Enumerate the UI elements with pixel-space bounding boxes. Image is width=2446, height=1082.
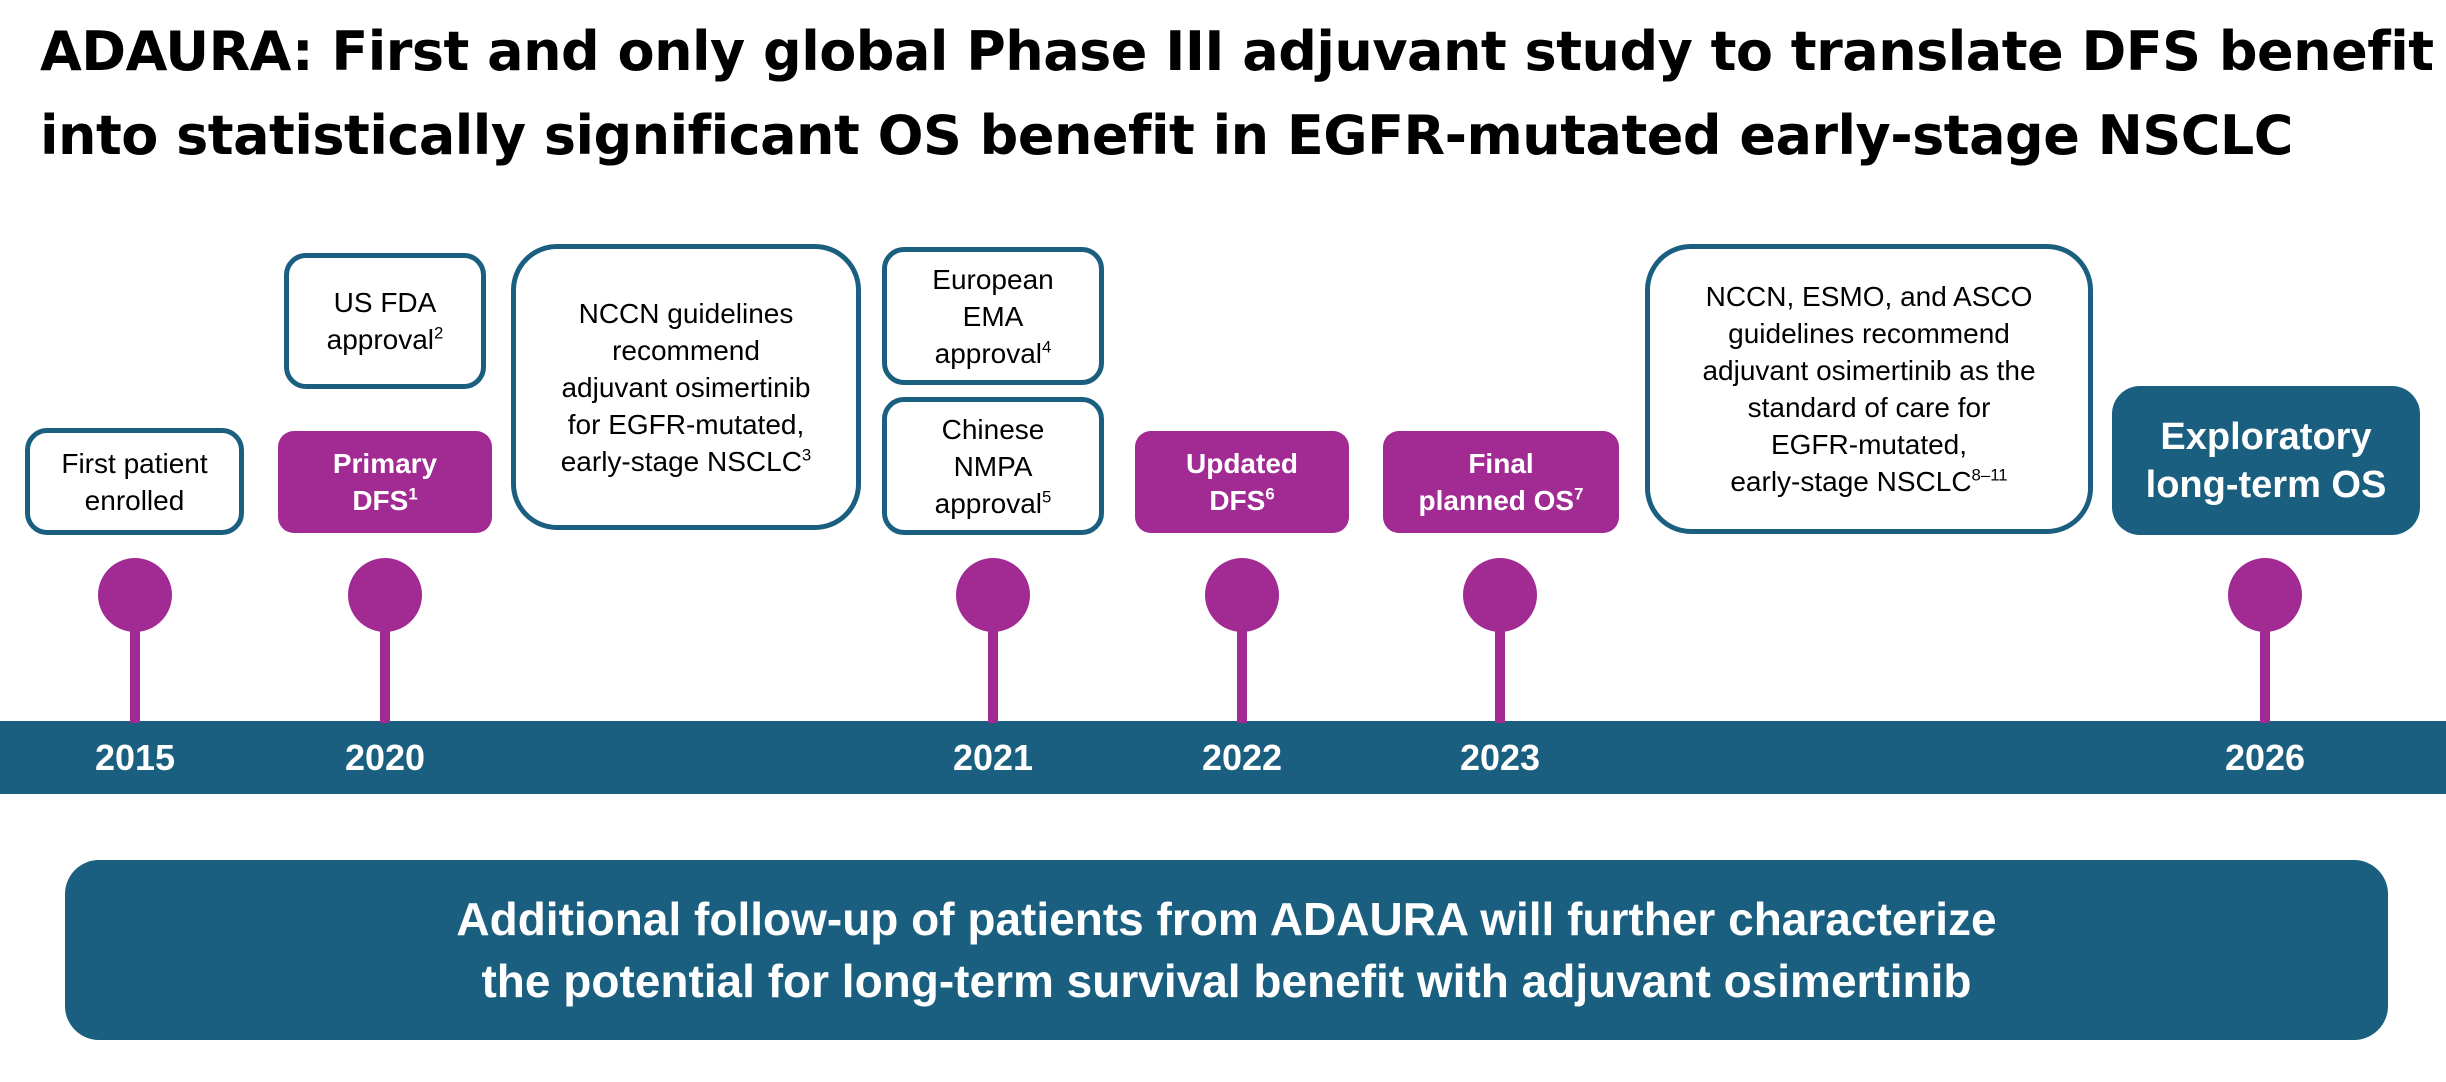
page-title: ADAURA: First and only global Phase III …	[40, 10, 2440, 178]
timeline-marker	[956, 558, 1030, 632]
event-text: Exploratory	[2160, 415, 2372, 458]
event-text: NMPA	[953, 450, 1033, 482]
timeline-bar	[0, 721, 2446, 794]
event-first-patient-enrolled: First patient enrolled	[25, 428, 244, 535]
timeline-stem	[380, 590, 390, 723]
event-text: adjuvant osimertinib	[561, 371, 811, 403]
timeline-marker	[98, 558, 172, 632]
event-text: early-stage NSCLC8–11	[1730, 465, 2008, 497]
footnote-ref: 7	[1574, 484, 1584, 504]
event-chinese-nmpa-approval: Chinese NMPA approval5	[882, 397, 1104, 535]
timeline-marker	[348, 558, 422, 632]
event-text: for EGFR-mutated,	[567, 408, 805, 440]
footnote-ref: 2	[434, 323, 444, 343]
event-text: recommend	[612, 334, 760, 366]
event-text: Updated	[1186, 448, 1298, 479]
title-line-1: ADAURA: First and only global Phase III …	[40, 20, 2434, 83]
event-text: US FDA	[333, 287, 437, 318]
title-line-2: into statistically significant OS benefi…	[40, 104, 2293, 167]
year-label-2022: 2022	[1201, 737, 1283, 778]
banner-line-2: the potential for long-term survival ben…	[481, 955, 1972, 1007]
year-label-2021: 2021	[952, 737, 1034, 778]
event-text: DFS6	[1209, 484, 1275, 516]
timeline-marker	[2228, 558, 2302, 632]
event-text: NCCN, ESMO, and ASCO	[1705, 281, 2033, 312]
event-european-ema-approval: European EMA approval4	[882, 247, 1104, 385]
footnote-ref: 6	[1265, 484, 1275, 504]
timeline-stem	[988, 590, 998, 723]
event-updated-dfs: Updated DFS6	[1135, 431, 1349, 533]
event-text: EMA	[962, 300, 1024, 332]
timeline-marker	[1463, 558, 1537, 632]
footnote-ref: 1	[408, 484, 418, 504]
event-exploratory-long-term-os: Exploratory long-term OS	[2112, 386, 2420, 535]
event-text: standard of care for	[1747, 392, 1991, 423]
event-text: DFS1	[352, 484, 418, 516]
footnote-ref: 3	[801, 445, 812, 465]
year-label-2020: 2020	[344, 737, 426, 778]
event-guidelines-2023: NCCN, ESMO, and ASCO guidelines recommen…	[1645, 244, 2093, 534]
year-label-2026: 2026	[2224, 737, 2306, 778]
timeline-stem	[2260, 590, 2270, 723]
year-label-2023: 2023	[1459, 737, 1541, 778]
event-us-fda-approval: US FDA approval2	[284, 253, 486, 389]
event-text: guidelines recommend	[1728, 318, 2010, 349]
event-text: Chinese	[941, 413, 1045, 445]
event-text: adjuvant osimertinib as the	[1702, 355, 2036, 386]
event-text: long-term OS	[2145, 463, 2387, 506]
year-label-2015: 2015	[94, 737, 176, 778]
timeline-stem	[130, 590, 140, 723]
event-text: planned OS7	[1418, 484, 1584, 516]
event-nccn-guidelines-2020: NCCN guidelines recommend adjuvant osime…	[511, 244, 861, 530]
event-text: First patient	[61, 447, 208, 479]
event-text: Final	[1468, 448, 1534, 479]
event-text: enrolled	[84, 484, 185, 516]
follow-up-banner: Additional follow-up of patients from AD…	[65, 860, 2388, 1040]
event-text: Primary	[332, 448, 438, 479]
timeline-marker	[1205, 558, 1279, 632]
event-text: early-stage NSCLC3	[560, 445, 812, 477]
event-text: NCCN guidelines	[578, 297, 794, 329]
event-text: approval5	[934, 487, 1052, 519]
event-primary-dfs: Primary DFS1	[278, 431, 492, 533]
footnote-ref: 5	[1042, 487, 1052, 507]
banner-line-1: Additional follow-up of patients from AD…	[456, 893, 1997, 945]
footnote-ref: 8–11	[1971, 465, 2008, 485]
event-text: approval2	[326, 323, 444, 355]
event-text: European	[932, 263, 1054, 295]
event-text: approval4	[934, 337, 1052, 369]
footnote-ref: 4	[1042, 337, 1052, 357]
timeline-stem	[1495, 590, 1505, 723]
timeline-stem	[1237, 590, 1247, 723]
event-text: EGFR-mutated,	[1770, 429, 1968, 460]
event-final-planned-os: Final planned OS7	[1383, 431, 1619, 533]
